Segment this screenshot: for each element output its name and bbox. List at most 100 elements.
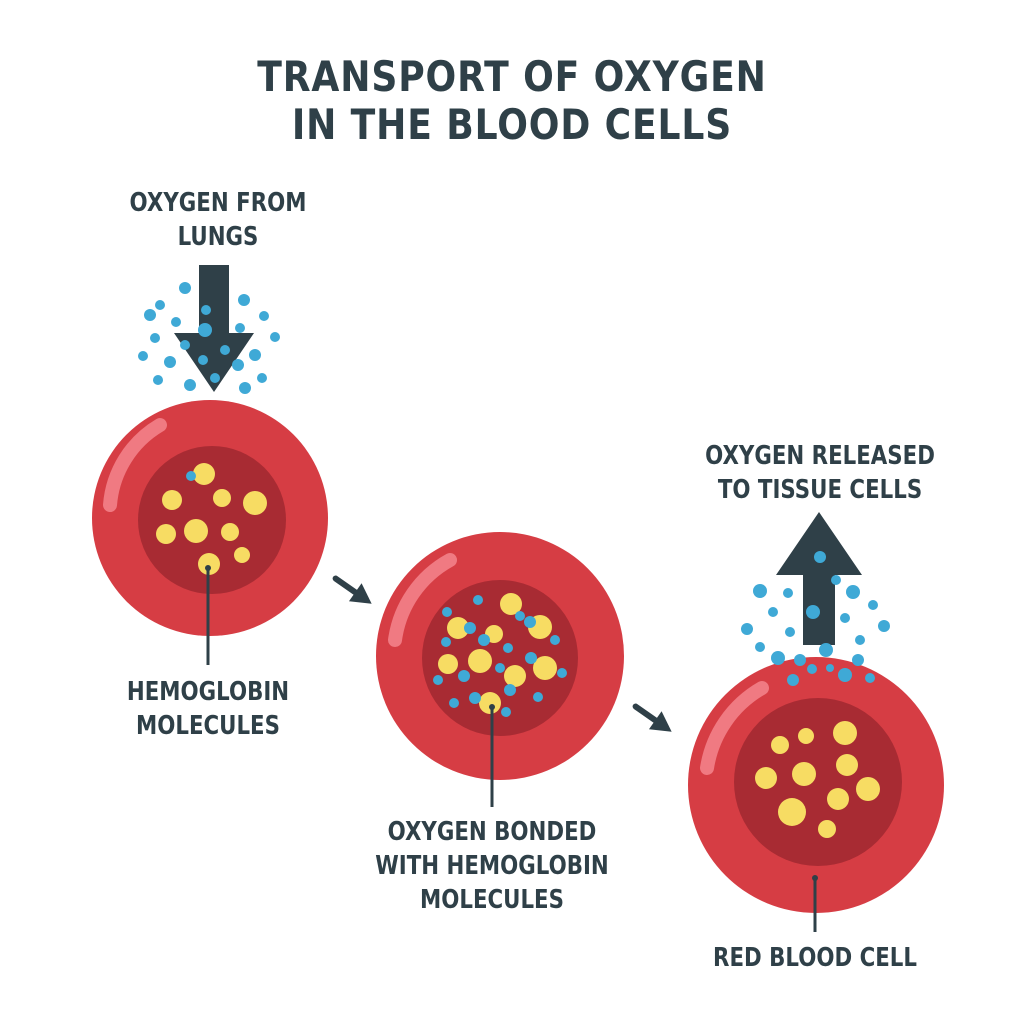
- oxygen-molecule: [198, 323, 212, 337]
- oxygen-molecule: [806, 605, 820, 619]
- oxygen-molecule: [838, 668, 852, 682]
- label-line: OXYGEN FROM: [129, 188, 307, 218]
- flow-arrow-1: [332, 575, 372, 604]
- oxygen-molecule: [533, 692, 543, 702]
- hemoglobin-molecule: [184, 519, 208, 543]
- cell-highlight: [388, 553, 457, 647]
- label-line: MOLECULES: [136, 711, 280, 741]
- oxygen-molecule: [524, 616, 536, 628]
- oxygen-molecule: [525, 652, 537, 664]
- label-line: LUNGS: [177, 222, 259, 252]
- oxygen-molecule: [557, 668, 567, 678]
- oxygen-molecule: [144, 309, 156, 321]
- hemoglobin-molecule: [798, 728, 814, 744]
- oxygen-molecule: [865, 673, 875, 683]
- hemoglobin-molecule: [213, 489, 231, 507]
- oxygen-molecule: [171, 317, 181, 327]
- hemoglobin-molecule: [533, 656, 557, 680]
- oxygen-molecule: [257, 373, 267, 383]
- oxygen-molecule: [787, 674, 799, 686]
- label-line: WITH HEMOGLOBIN: [375, 851, 609, 881]
- oxygen-molecule: [235, 323, 245, 333]
- hemoglobin-molecule: [243, 491, 267, 515]
- oxygen-molecule: [550, 635, 560, 645]
- oxygen-released-group: [741, 512, 890, 686]
- oxygen-molecule: [814, 551, 826, 563]
- oxygen-molecule: [179, 282, 191, 294]
- hemoglobin-molecule: [234, 547, 250, 563]
- oxygen-molecule: [150, 333, 160, 343]
- up-arrow: [776, 512, 862, 645]
- hemoglobin-molecule: [162, 490, 182, 510]
- oxygen-molecule: [239, 382, 251, 394]
- oxygen-molecule: [238, 294, 250, 306]
- oxygen-molecule: [855, 635, 865, 645]
- cell-highlight: [700, 681, 769, 775]
- hemoglobin-molecule: [792, 762, 816, 786]
- oxygen-molecule: [503, 643, 513, 653]
- oxygen-molecule: [270, 332, 280, 342]
- down-arrow: [174, 265, 254, 392]
- oxygen-molecule: [495, 663, 505, 673]
- diagram-title-line-2: IN THE BLOOD CELLS: [291, 100, 733, 149]
- hemoglobin-molecule: [198, 553, 220, 575]
- oxygen-molecule: [433, 675, 443, 685]
- oxygen-molecule: [783, 588, 793, 598]
- red-blood-cell-1: [92, 400, 328, 636]
- outgoing-oxygen-dots: [741, 551, 890, 686]
- bound-oxygen-dots: [433, 595, 567, 717]
- oxygen-molecule: [259, 311, 269, 321]
- hemoglobin-molecule: [193, 463, 215, 485]
- red-blood-cell-2: [376, 532, 624, 780]
- oxygen-molecule: [794, 654, 806, 666]
- oxygen-molecule: [442, 607, 452, 617]
- pointer-red-blood-cell: [812, 875, 818, 932]
- oxygen-molecule: [878, 620, 890, 632]
- oxygen-molecule: [478, 634, 490, 646]
- oxygen-molecule: [768, 607, 778, 617]
- red-blood-cell-3: [688, 657, 944, 913]
- hemoglobin-molecule: [500, 593, 522, 615]
- hemoglobin-molecule: [836, 754, 858, 776]
- oxygen-molecule: [840, 613, 850, 623]
- hemoglobin-molecule: [221, 523, 239, 541]
- oxygen-molecule: [807, 664, 817, 674]
- oxygen-molecule: [755, 642, 765, 652]
- hemoglobin-molecule: [778, 798, 806, 826]
- label-line: HEMOGLOBIN: [126, 677, 290, 707]
- red-blood-cell-label: RED BLOOD CELL: [713, 943, 917, 973]
- pointer-hemoglobin: [205, 565, 211, 665]
- label-line: TO TISSUE CELLS: [717, 475, 923, 505]
- oxygen-molecule: [846, 585, 860, 599]
- oxygen-molecule: [155, 300, 165, 310]
- flow-arrow-2: [632, 703, 672, 732]
- oxygen-molecule: [469, 692, 481, 704]
- hemoglobin-molecule: [755, 767, 777, 789]
- oxygen-molecule: [198, 355, 208, 365]
- oxygen-molecule: [464, 622, 476, 634]
- oxygen-molecule: [201, 305, 211, 315]
- oxygen-molecule: [771, 651, 785, 665]
- oxygen-molecule: [220, 345, 230, 355]
- cell-highlight: [103, 418, 167, 512]
- label-line: OXYGEN RELEASED: [705, 441, 935, 471]
- hemoglobin-cluster: [438, 593, 557, 714]
- oxygen-molecule: [831, 575, 841, 585]
- hemoglobin-molecule: [468, 649, 492, 673]
- oxygen-molecule: [819, 643, 833, 657]
- oxygen-molecule: [868, 600, 878, 610]
- oxygen-molecule: [501, 707, 511, 717]
- oxygen-molecule: [441, 637, 451, 647]
- oxygen-molecule: [184, 379, 196, 391]
- hemoglobin-cluster: [156, 463, 267, 575]
- hemoglobin-molecule: [818, 820, 836, 838]
- oxygen-molecule: [249, 349, 261, 361]
- pointer-oxygen-bonded: [489, 704, 495, 807]
- oxygen-molecule: [186, 471, 196, 481]
- diagram-title-line-1: TRANSPORT OF OXYGEN: [257, 52, 767, 101]
- oxygen-molecule: [164, 356, 176, 368]
- oxygen-molecule: [826, 664, 834, 672]
- oxygen-molecule: [852, 654, 864, 666]
- hemoglobin-molecule: [827, 788, 849, 810]
